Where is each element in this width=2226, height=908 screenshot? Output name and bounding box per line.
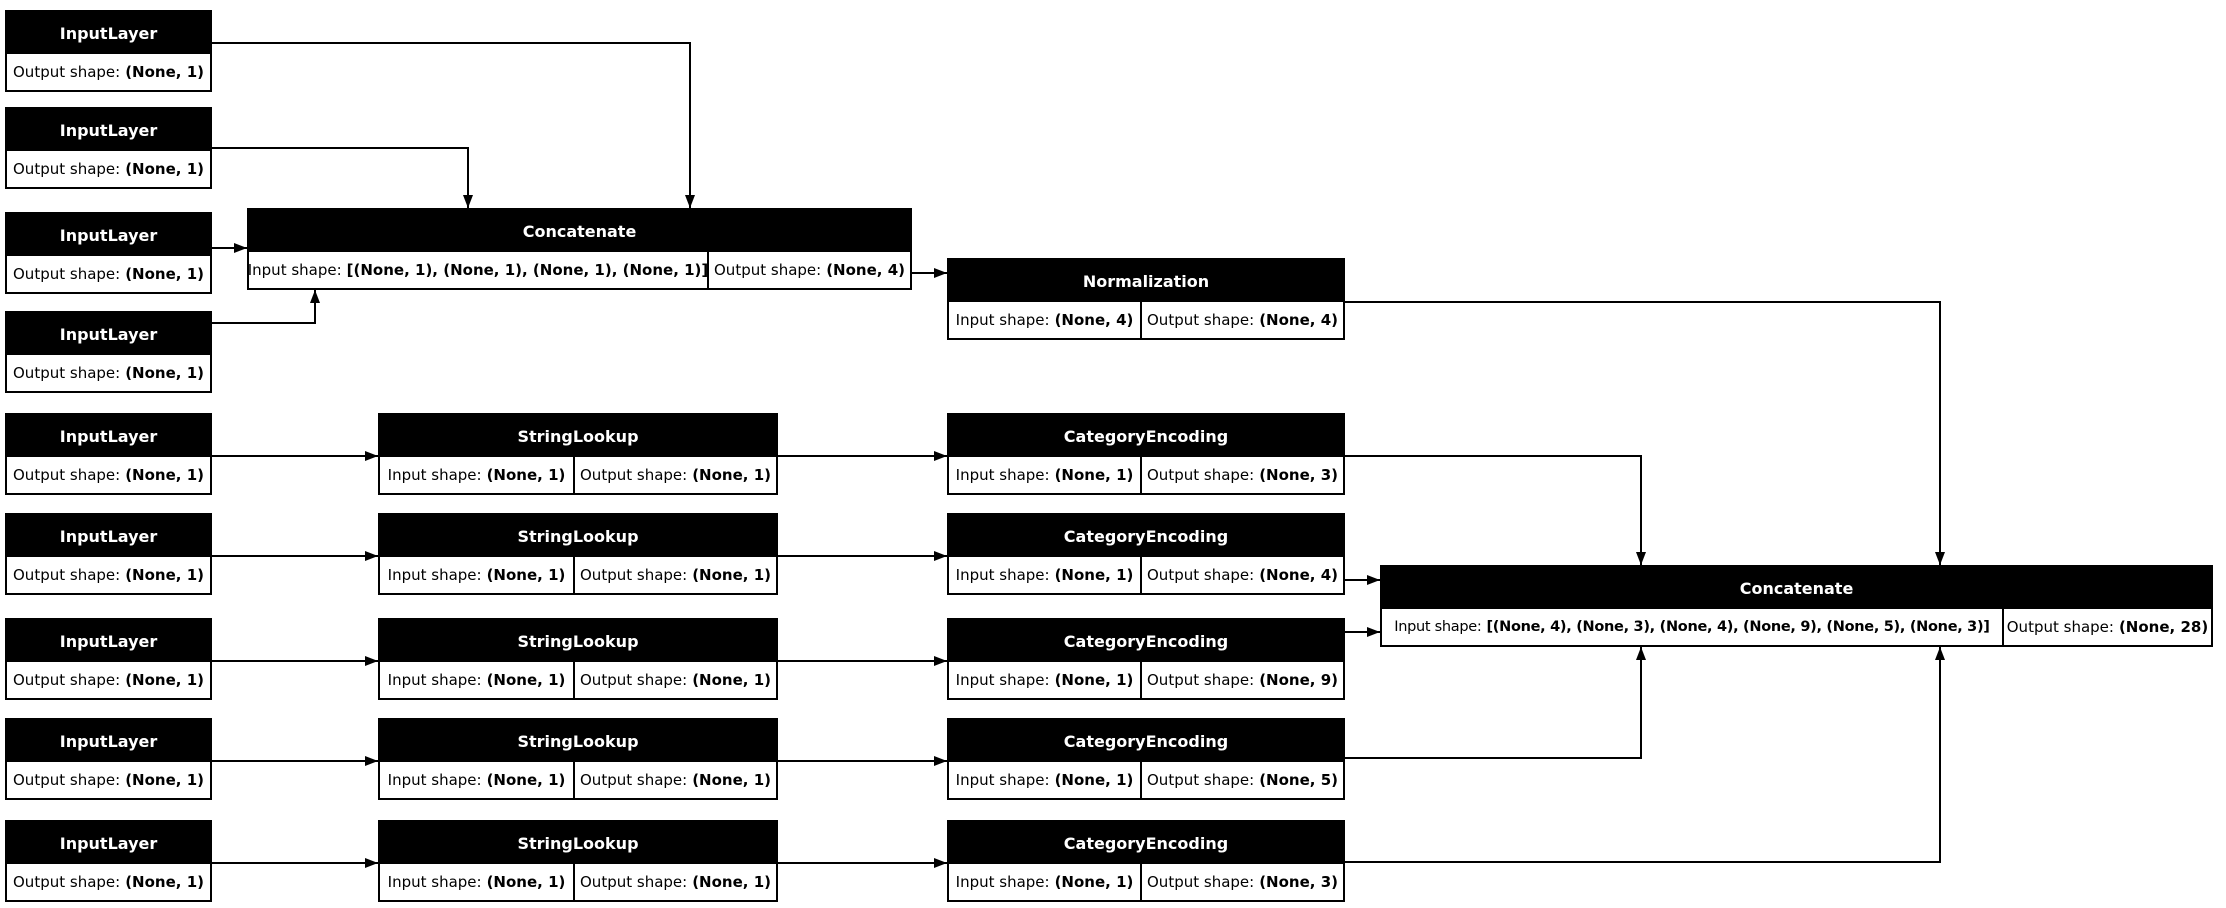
input-shape-cell: Input shape:[(None, 1), (None, 1), (None… <box>249 252 707 288</box>
input-shape-cell: Input shape:[(None, 4), (None, 3), (None… <box>1382 609 2002 645</box>
output-shape-cell: Output shape:(None, 1) <box>7 151 210 187</box>
edge-input-layer-4-to-concatenate-1 <box>212 290 320 324</box>
output-shape-cell: Output shape:(None, 1) <box>7 662 210 698</box>
output-shape-cell: Output shape:(None, 1) <box>573 557 776 593</box>
node-category-encoding-3: CategoryEncoding Input shape:(None, 1) O… <box>947 618 1345 700</box>
node-string-lookup-4: StringLookup Input shape:(None, 1) Outpu… <box>378 718 778 800</box>
node-category-encoding-4: CategoryEncoding Input shape:(None, 1) O… <box>947 718 1345 800</box>
edge-input-layer-1-to-concatenate-1 <box>212 42 695 208</box>
node-title: StringLookup <box>380 720 776 762</box>
input-shape-cell: Input shape:(None, 1) <box>949 864 1140 900</box>
node-title: StringLookup <box>380 415 776 457</box>
node-input-layer-5: InputLayer Output shape:(None, 1) <box>5 413 212 495</box>
edge-normalization-to-concatenate-2 <box>1345 301 1945 565</box>
output-shape-cell: Output shape:(None, 5) <box>1140 762 1343 798</box>
node-title: CategoryEncoding <box>949 822 1343 864</box>
output-shape-cell: Output shape:(None, 1) <box>7 256 210 292</box>
input-shape-cell: Input shape:(None, 1) <box>949 557 1140 593</box>
output-shape-cell: Output shape:(None, 1) <box>7 355 210 391</box>
node-title: Normalization <box>949 260 1343 302</box>
node-input-layer-6: InputLayer Output shape:(None, 1) <box>5 513 212 595</box>
node-input-layer-2: InputLayer Output shape:(None, 1) <box>5 107 212 189</box>
node-title: CategoryEncoding <box>949 515 1343 557</box>
input-shape-cell: Input shape:(None, 1) <box>949 662 1140 698</box>
node-input-layer-4: InputLayer Output shape:(None, 1) <box>5 311 212 393</box>
node-input-layer-8: InputLayer Output shape:(None, 1) <box>5 718 212 800</box>
output-shape-cell: Output shape:(None, 1) <box>7 762 210 798</box>
node-input-layer-3: InputLayer Output shape:(None, 1) <box>5 212 212 294</box>
edge-input-layer-2-to-concatenate-1 <box>212 147 473 208</box>
node-title: InputLayer <box>7 515 210 557</box>
node-input-layer-1: InputLayer Output shape:(None, 1) <box>5 10 212 92</box>
input-shape-cell: Input shape:(None, 1) <box>380 662 573 698</box>
node-string-lookup-2: StringLookup Input shape:(None, 1) Outpu… <box>378 513 778 595</box>
input-shape-cell: Input shape:(None, 4) <box>949 302 1140 338</box>
input-shape-cell: Input shape:(None, 1) <box>380 864 573 900</box>
node-category-encoding-2: CategoryEncoding Input shape:(None, 1) O… <box>947 513 1345 595</box>
node-input-layer-9: InputLayer Output shape:(None, 1) <box>5 820 212 902</box>
node-title: CategoryEncoding <box>949 620 1343 662</box>
node-title: InputLayer <box>7 822 210 864</box>
node-title: InputLayer <box>7 720 210 762</box>
output-shape-cell: Output shape:(None, 28) <box>2001 609 2211 645</box>
output-shape-cell: Output shape:(None, 3) <box>1140 457 1343 493</box>
output-shape-cell: Output shape:(None, 1) <box>7 864 210 900</box>
output-shape-cell: Output shape:(None, 4) <box>1140 302 1343 338</box>
node-concatenate-1: Concatenate Input shape:[(None, 1), (Non… <box>247 208 912 290</box>
input-shape-cell: Input shape:(None, 1) <box>949 762 1140 798</box>
node-title: InputLayer <box>7 12 210 54</box>
output-shape-cell: Output shape:(None, 3) <box>1140 864 1343 900</box>
input-shape-cell: Input shape:(None, 1) <box>380 457 573 493</box>
node-category-encoding-1: CategoryEncoding Input shape:(None, 1) O… <box>947 413 1345 495</box>
output-shape-cell: Output shape:(None, 1) <box>573 864 776 900</box>
output-shape-cell: Output shape:(None, 1) <box>573 662 776 698</box>
input-shape-cell: Input shape:(None, 1) <box>949 457 1140 493</box>
edge-category-encoding-5-to-concatenate-2 <box>1345 647 1945 863</box>
output-shape-cell: Output shape:(None, 1) <box>7 557 210 593</box>
edge-category-encoding-4-to-concatenate-2 <box>1345 647 1646 759</box>
node-title: Concatenate <box>1382 567 2211 609</box>
output-shape-cell: Output shape:(None, 9) <box>1140 662 1343 698</box>
node-normalization: Normalization Input shape:(None, 4) Outp… <box>947 258 1345 340</box>
output-shape-cell: Output shape:(None, 4) <box>1140 557 1343 593</box>
node-input-layer-7: InputLayer Output shape:(None, 1) <box>5 618 212 700</box>
node-string-lookup-3: StringLookup Input shape:(None, 1) Outpu… <box>378 618 778 700</box>
edge-category-encoding-1-to-concatenate-2 <box>1345 455 1646 565</box>
input-shape-cell: Input shape:(None, 1) <box>380 557 573 593</box>
node-string-lookup-5: StringLookup Input shape:(None, 1) Outpu… <box>378 820 778 902</box>
node-title: StringLookup <box>380 620 776 662</box>
node-concatenate-2: Concatenate Input shape:[(None, 4), (Non… <box>1380 565 2213 647</box>
output-shape-cell: Output shape:(None, 1) <box>573 457 776 493</box>
node-title: StringLookup <box>380 822 776 864</box>
node-title: InputLayer <box>7 620 210 662</box>
output-shape-cell: Output shape:(None, 1) <box>7 54 210 90</box>
output-shape-cell: Output shape:(None, 1) <box>7 457 210 493</box>
output-shape-cell: Output shape:(None, 1) <box>573 762 776 798</box>
node-title: Concatenate <box>249 210 910 252</box>
node-title: InputLayer <box>7 415 210 457</box>
node-category-encoding-5: CategoryEncoding Input shape:(None, 1) O… <box>947 820 1345 902</box>
node-title: InputLayer <box>7 313 210 355</box>
node-title: StringLookup <box>380 515 776 557</box>
node-string-lookup-1: StringLookup Input shape:(None, 1) Outpu… <box>378 413 778 495</box>
node-title: InputLayer <box>7 109 210 151</box>
output-shape-cell: Output shape:(None, 4) <box>707 252 910 288</box>
input-shape-cell: Input shape:(None, 1) <box>380 762 573 798</box>
node-title: InputLayer <box>7 214 210 256</box>
node-title: CategoryEncoding <box>949 415 1343 457</box>
node-title: CategoryEncoding <box>949 720 1343 762</box>
